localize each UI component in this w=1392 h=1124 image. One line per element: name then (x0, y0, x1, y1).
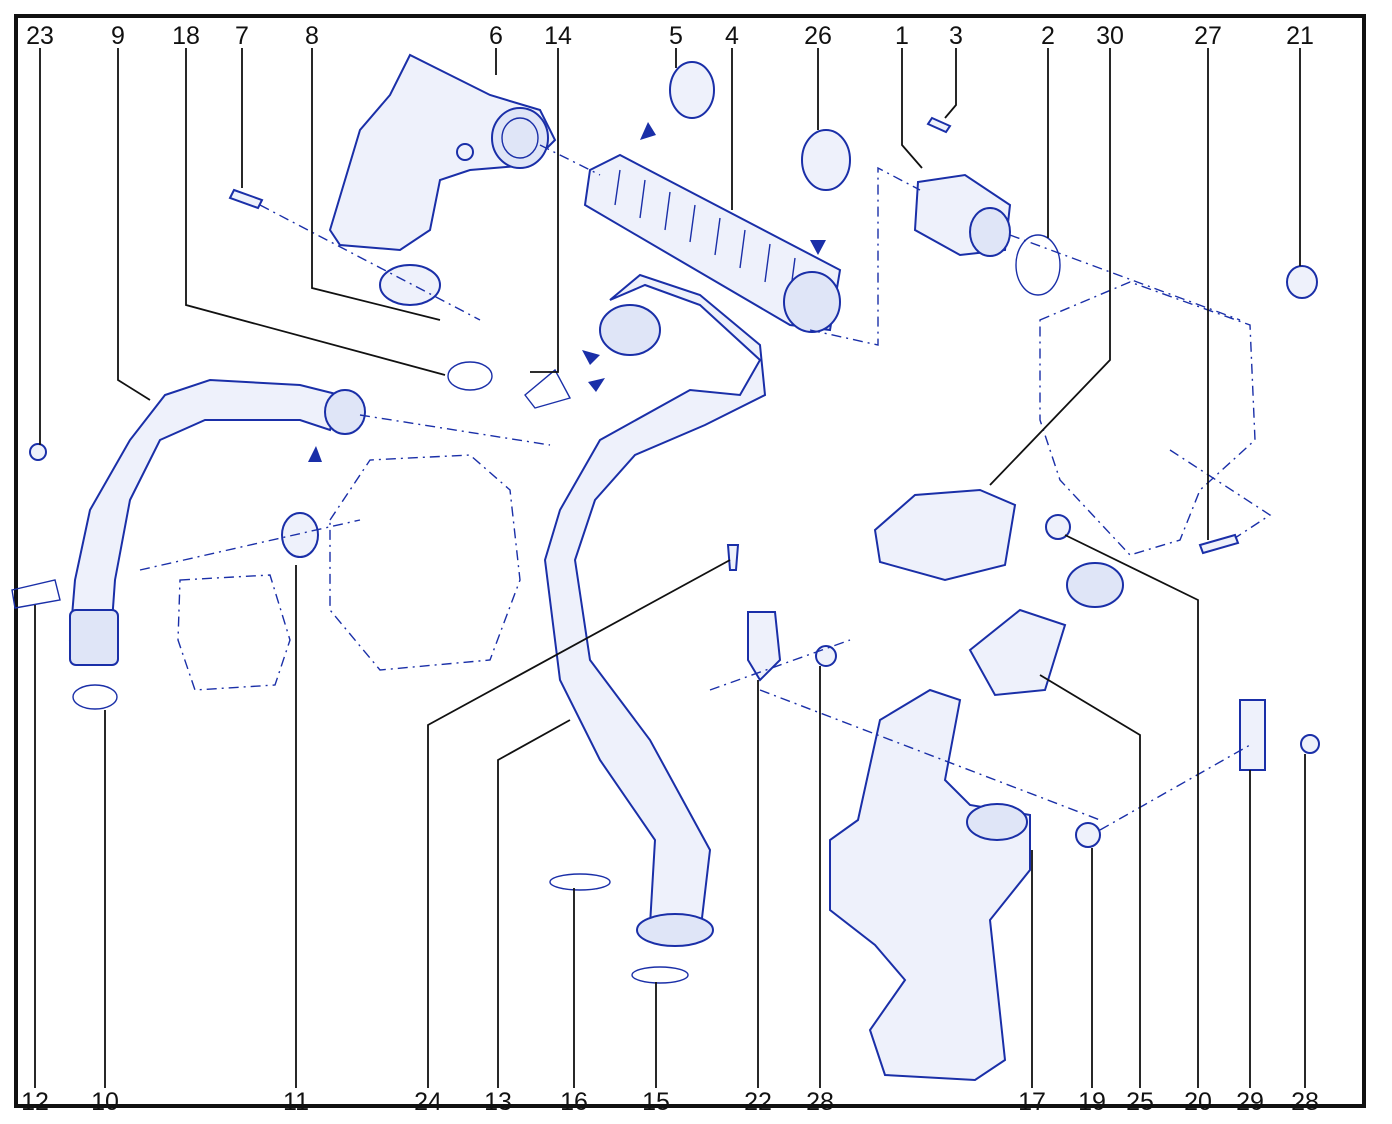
part-29-bracket (1239, 699, 1266, 771)
part-28-nut-b (1300, 734, 1320, 754)
part-8-clamp (379, 264, 441, 306)
part-12-clip (11, 579, 61, 609)
bottom-callout-numbers: 12 10 11 24 13 16 15 22 28 17 19 25 20 2… (21, 1088, 1319, 1116)
part-26-clamp (801, 129, 851, 191)
part-17-air-filter-housing (829, 688, 1031, 1082)
part-22-bracket (747, 611, 782, 682)
callout-label: 26 (804, 22, 832, 50)
part-15-seal (631, 966, 689, 984)
arrow-14a (582, 350, 600, 365)
part-3-screw (926, 116, 952, 134)
part-10-seal (72, 684, 118, 710)
part-18-seal (447, 361, 493, 391)
callout-label: 15 (642, 1088, 670, 1116)
callout-label: 25 (1126, 1088, 1154, 1116)
arrow-26 (810, 240, 826, 255)
callout-label: 10 (91, 1088, 119, 1116)
callout-label: 27 (1194, 22, 1222, 50)
arrow-5 (640, 122, 656, 140)
part-23-bolt (29, 443, 47, 461)
top-callout-numbers: 23 9 18 7 8 6 14 5 4 26 1 3 2 30 27 21 (26, 22, 1314, 50)
part-28-nut-a (815, 645, 837, 667)
arrow-14b (588, 378, 605, 392)
part-21-grommet (1286, 265, 1318, 299)
callout-label: 2 (1041, 22, 1055, 50)
callout-label: 7 (235, 22, 249, 50)
arrow-11 (308, 446, 322, 462)
callout-label: 18 (172, 22, 200, 50)
part-11-clamp (281, 512, 319, 558)
part-16-seal (549, 873, 611, 891)
part-7-bolt (228, 188, 264, 210)
callout-label: 29 (1236, 1088, 1264, 1116)
part-30-cover (873, 488, 1017, 582)
callout-label: 21 (1286, 22, 1314, 50)
part-27-bolt (1198, 533, 1240, 555)
callout-label: 17 (1018, 1088, 1046, 1116)
callout-label: 9 (111, 22, 125, 50)
turbocharger-outline (329, 454, 521, 671)
callout-label: 1 (895, 22, 909, 50)
part-13-charge-air-pipe (543, 273, 767, 947)
part-6-intake-housing (328, 53, 557, 252)
callout-label: 28 (1291, 1088, 1319, 1116)
callout-label: 11 (283, 1088, 309, 1116)
callout-label: 30 (1096, 22, 1124, 50)
part-1-air-mass-meter (913, 173, 1012, 257)
engine-block-outline (1039, 281, 1256, 556)
throttle-body-outline (177, 574, 291, 691)
callout-label: 12 (21, 1088, 49, 1116)
callout-label: 19 (1078, 1088, 1106, 1116)
part-4-intake-hose (583, 153, 842, 333)
part-25-connector (968, 562, 1124, 697)
callout-label: 20 (1184, 1088, 1212, 1116)
part-5-clamp (669, 61, 715, 119)
part-2-o-ring (1015, 234, 1061, 296)
leader-lines (34, 48, 1306, 1088)
callout-label: 5 (669, 22, 683, 50)
callout-label: 3 (949, 22, 963, 50)
part-20-grommet (1045, 514, 1071, 540)
callout-label: 23 (26, 22, 54, 50)
part-24-bolt (726, 544, 740, 571)
callout-label: 6 (489, 22, 503, 50)
callout-label: 28 (806, 1088, 834, 1116)
diagram-frame (14, 14, 1366, 1108)
callout-label: 16 (560, 1088, 588, 1116)
callout-label: 24 (414, 1088, 442, 1116)
part-14-clip (524, 368, 572, 409)
callout-label: 4 (725, 22, 739, 50)
callout-label: 14 (544, 22, 572, 50)
callout-label: 22 (744, 1088, 772, 1116)
callout-label: 8 (305, 22, 319, 50)
callout-label: 13 (484, 1088, 512, 1116)
part-19-grommet (1075, 822, 1101, 848)
part-9-charge-air-pipe (68, 378, 366, 666)
